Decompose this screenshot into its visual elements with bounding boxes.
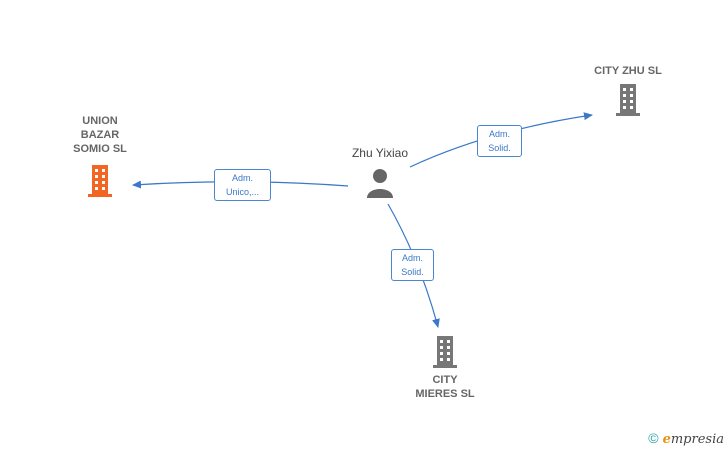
- company-label: CITY ZHU SL: [594, 65, 662, 77]
- edge-label-citymieres[interactable]: Adm. Solid.: [391, 249, 434, 281]
- person-node-zhu-yixiao[interactable]: Zhu Yixiao: [335, 146, 425, 200]
- edge-label-union[interactable]: Adm. Unico,...: [214, 169, 271, 201]
- company-label: CITY MIERES SL: [415, 374, 475, 400]
- company-node-city-zhu[interactable]: CITY ZHU SL: [578, 64, 678, 117]
- building-icon: [88, 165, 112, 197]
- person-icon: [367, 169, 393, 198]
- company-label: UNION BAZAR SOMIO SL: [73, 115, 127, 155]
- brand-footer: ©empresia: [648, 430, 724, 447]
- brand-logo-e: e: [662, 432, 671, 447]
- copyright-icon: ©: [648, 430, 659, 446]
- building-icon: [433, 336, 457, 368]
- company-node-city-mieres[interactable]: CITY MIERES SL: [395, 333, 495, 401]
- company-node-union-bazar[interactable]: UNION BAZAR SOMIO SL: [60, 114, 140, 198]
- person-label: Zhu Yixiao: [351, 146, 409, 160]
- building-icon: [616, 84, 640, 116]
- edge-label-cityzhu[interactable]: Adm. Solid.: [477, 125, 522, 157]
- brand-logo-text: mpresia: [670, 432, 724, 447]
